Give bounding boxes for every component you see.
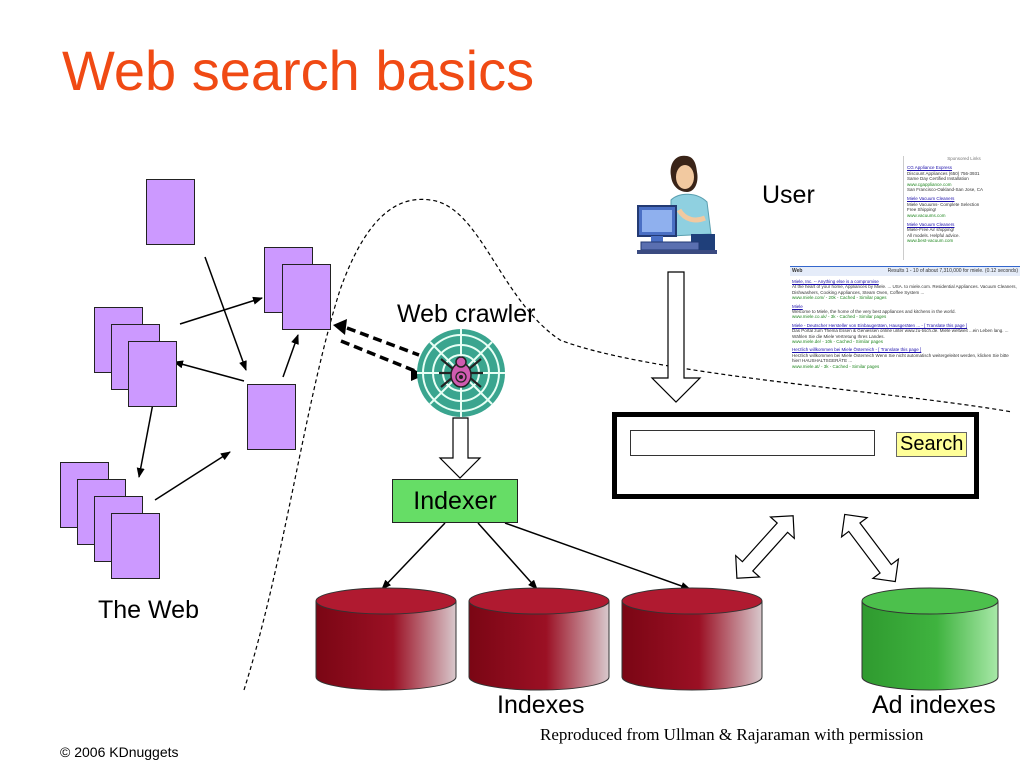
search-results-panel: Web Results 1 - 10 of about 7,310,000 fo… xyxy=(790,266,1020,374)
ad-title[interactable]: Miele Vacuum Cleaners xyxy=(907,222,955,228)
ad-item: Miele Vacuum Cleaners Miele Vacuums- Com… xyxy=(907,196,1021,218)
result-item: Miele - Deutscher Hersteller von Einbaug… xyxy=(790,323,1020,345)
web-page xyxy=(247,384,296,450)
web-page xyxy=(111,513,160,579)
result-item: Miele, Inc. -- Anything else is a compro… xyxy=(790,279,1020,301)
indexes-label: Indexes xyxy=(497,691,585,719)
ad-line: San Francisco-Oakland-San Jose, CA xyxy=(907,187,984,193)
crawler-to-indexer-arrow xyxy=(438,417,482,479)
result-title[interactable]: Miele xyxy=(792,303,803,309)
ad-url: www.cgappliance.com xyxy=(907,181,952,187)
user-to-search-arrow xyxy=(650,271,702,403)
result-item: Miele Welcome to Miele, the home of the … xyxy=(790,304,1020,320)
indexer-to-index-arrow xyxy=(477,522,538,590)
search-input[interactable] xyxy=(630,430,875,456)
the-web-label: The Web xyxy=(98,596,199,624)
result-title[interactable]: Herzlich willkommen bei Miele Österreich… xyxy=(792,347,922,353)
ad-url: www.best-vacuum.com xyxy=(907,238,954,244)
ad-index-cylinder xyxy=(861,587,999,691)
web-link-arrow xyxy=(173,360,245,382)
ad-item: CG Appliance Express Discount Appliances… xyxy=(907,165,1021,192)
result-url: www.miele.com/ - 20k - Cached - Similar … xyxy=(792,295,887,301)
page-title: Web search basics xyxy=(62,39,535,102)
crawler-fetch-arrow xyxy=(340,339,421,375)
index-cylinder xyxy=(621,587,763,691)
woman-at-computer-icon xyxy=(637,155,717,254)
result-snippet: Das Portal zum Thema Essen & Geniessen o… xyxy=(792,328,1009,339)
ad-title[interactable]: CG Appliance Express xyxy=(907,165,953,171)
ad-line: Miele-Free Air shipping! xyxy=(907,227,955,233)
result-url: www.miele.co.uk/ - 3k - Cached - Similar… xyxy=(792,314,887,320)
search-button[interactable]: Search xyxy=(896,432,968,457)
spider-web-icon xyxy=(417,329,505,417)
indexer-to-index-arrow xyxy=(381,522,446,590)
sponsored-links-header: Sponsored Links xyxy=(947,156,981,161)
ad-item: Miele Vacuum Cleaners Miele-Free Air shi… xyxy=(907,222,1021,244)
result-title[interactable]: Miele - Deutscher Hersteller von Einbaug… xyxy=(792,322,968,328)
result-title[interactable]: Miele, Inc. -- Anything else is a compro… xyxy=(792,279,879,284)
ad-url: www.vacuums.com xyxy=(907,212,946,218)
copyright-text: © 2006 KDnuggets xyxy=(60,744,179,760)
web-boundary-curve xyxy=(243,198,1013,691)
web-link-arrow xyxy=(204,256,247,371)
credit-text: Reproduced from Ullman & Rajaraman with … xyxy=(540,725,924,744)
web-link-arrow xyxy=(282,334,299,378)
results-bar: Web Results 1 - 10 of about 7,310,000 fo… xyxy=(790,266,1020,276)
web-link-arrow xyxy=(136,397,155,478)
web-page xyxy=(146,179,195,245)
results-count: Results 1 - 10 of about 7,310,000 for mi… xyxy=(887,268,1018,274)
result-url: www.miele.de/ - 10k - Cached - Similar p… xyxy=(792,339,884,345)
result-url: www.miele.at/ - 3k - Cached - Similar pa… xyxy=(792,363,880,369)
result-snippet: Herzlich willkommen bei Miele Österreich… xyxy=(792,352,1009,364)
web-link-arrow xyxy=(154,451,231,501)
web-page xyxy=(282,264,331,330)
web-crawler-label: Web crawler xyxy=(397,300,536,328)
results-bar-label: Web xyxy=(792,268,803,274)
result-item: Herzlich willkommen bei Miele Österreich… xyxy=(790,347,1020,369)
search-adindex-double-arrow xyxy=(840,513,900,583)
web-link-arrow xyxy=(179,296,263,325)
indexer-box: Indexer xyxy=(392,479,518,523)
search-index-double-arrow xyxy=(735,515,795,579)
user-label: User xyxy=(762,181,815,209)
ad-line: Miele Vacuums- Complete Selection xyxy=(907,201,980,207)
crawler-fetch-arrow xyxy=(346,326,420,357)
ad-line: Discount Appliances (650) 756-3931 xyxy=(907,170,980,176)
web-page xyxy=(128,341,177,407)
ad-line: All models. Helpful advice. xyxy=(907,232,960,238)
ad-line: Same Day Certified Installation xyxy=(907,176,969,182)
result-snippet: Welcome to Miele, the home of the very b… xyxy=(792,309,956,315)
sponsored-links-panel: Sponsored Links CG Appliance Express Dis… xyxy=(903,156,1021,260)
ad-title[interactable]: Miele Vacuum Cleaners xyxy=(907,196,955,202)
result-snippet: At the heart of your home, Appliances by… xyxy=(792,284,1017,295)
index-cylinder xyxy=(315,587,457,691)
ad-indexes-label: Ad indexes xyxy=(872,691,996,719)
ad-line: Free Shipping! xyxy=(907,207,937,213)
indexer-to-index-arrow xyxy=(504,522,691,590)
index-cylinder xyxy=(468,587,610,691)
